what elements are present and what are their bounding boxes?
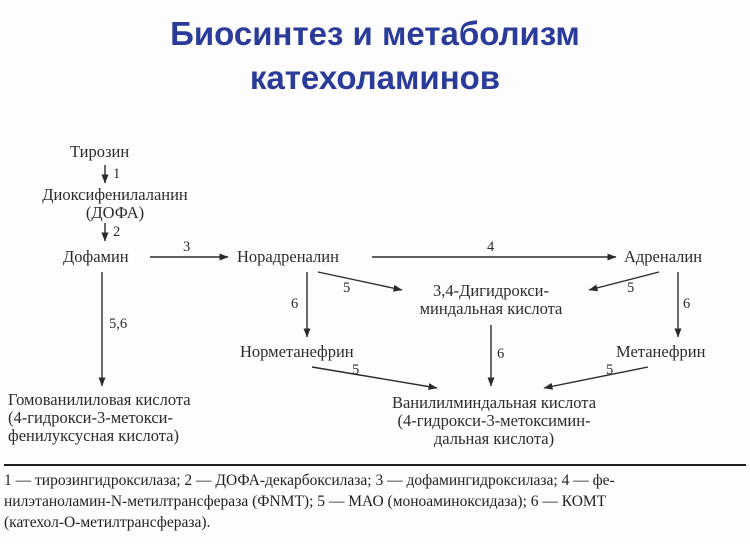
node-homovanillic-line1: Гомованилиловая кислота <box>8 390 191 409</box>
node-dopa-line2: (ДОФА) <box>85 203 145 222</box>
node-dhma-line1: 3,4-Дигидрокси- <box>433 281 549 300</box>
node-normetanephrine: Норметанефрин <box>240 342 354 361</box>
node-homovanillic-line2: (4-гидрокси-3-метокси- <box>8 408 173 427</box>
arrow-label-dhma-vma: 6 <box>497 346 505 362</box>
node-dhma-line2: миндальная кислота <box>419 299 563 318</box>
arrow-normetanephrine-vma <box>311 366 438 391</box>
arrow-label-tyrosine-dopa: 1 <box>113 166 121 182</box>
arrow-label-dopa-dopamine: 2 <box>113 224 121 240</box>
arrow-label-noradrenaline-dhma: 5 <box>343 280 351 296</box>
node-homovanillic-line3: фенилуксусная кислота) <box>8 426 179 445</box>
node-homovanillic: Гомованилиловая кислота (4-гидрокси-3-ме… <box>8 391 191 445</box>
arrow-label-dopamine-homovanillic: 5,6 <box>109 316 128 332</box>
title-line1: Биосинтез и метаболизм <box>170 15 580 52</box>
node-vma-line1: Ванилилминдальная кислота <box>391 393 597 412</box>
arrow-label-adrenaline-dhma: 5 <box>627 280 635 296</box>
page-title: Биосинтез и метаболизм катехоламинов <box>0 12 750 100</box>
node-dopamine: Дофамин <box>63 247 129 266</box>
node-dopa-line1: Диоксифенилаланин <box>42 185 188 204</box>
arrow-label-noradrenaline-adrenaline: 4 <box>487 239 495 255</box>
node-dhma: 3,4-Дигидрокси- миндальная кислота <box>398 282 584 318</box>
title-line2: катехоламинов <box>249 59 501 96</box>
node-tyrosine: Тирозин <box>70 142 130 161</box>
legend-line2: нилэтаноламин-N-метилтрансфераза (ФNМТ);… <box>4 493 607 510</box>
node-noradrenaline: Норадреналин <box>237 247 339 266</box>
legend-line3: (катехол-О-метилтрансфераза). <box>4 514 211 531</box>
arrow-noradrenaline-dhma <box>317 271 403 292</box>
node-metanephrine: Метанефрин <box>616 342 706 361</box>
node-vma-line3: дальная кислота) <box>433 429 555 448</box>
node-dopa: Диоксифенилаланин (ДОФА) <box>20 186 210 222</box>
node-adrenaline: Адреналин <box>624 247 703 266</box>
arrow-label-noradrenaline-normetanephrine: 6 <box>291 296 299 312</box>
arrow-label-adrenaline-metanephrine: 6 <box>683 296 691 312</box>
arrow-label-normetanephrine-vma: 5 <box>352 362 360 378</box>
legend-divider <box>4 464 746 466</box>
node-vma-line2: (4-гидрокси-3-метоксимин- <box>397 411 591 430</box>
arrow-metanephrine-vma <box>543 366 649 390</box>
arrow-adrenaline-dhma <box>588 271 660 292</box>
arrow-label-metanephrine-vma: 5 <box>606 362 614 378</box>
legend-line1: 1 — тирозингидроксилаза; 2 — ДОФА-декарб… <box>4 472 615 489</box>
node-vma: Ванилилминдальная кислота (4-гидрокси-3-… <box>366 394 622 448</box>
arrow-label-dopamine-noradrenaline: 3 <box>183 239 191 255</box>
